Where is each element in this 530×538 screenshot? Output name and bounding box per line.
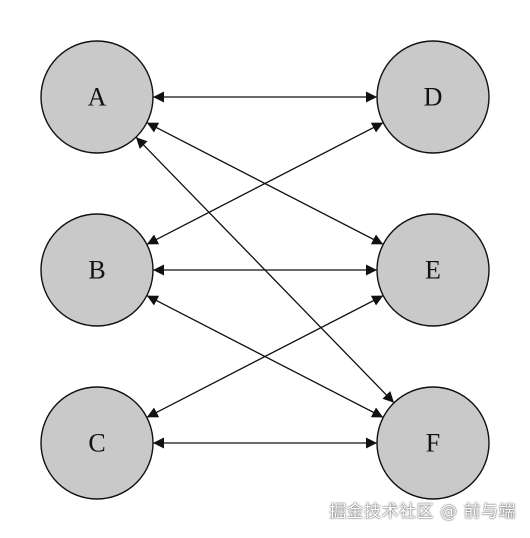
node-d: D	[376, 40, 490, 154]
node-circle	[376, 40, 490, 154]
edge-b-d	[146, 122, 384, 245]
node-b: B	[40, 213, 154, 327]
node-label: C	[88, 429, 105, 458]
node-label: E	[425, 256, 441, 285]
node-f: F	[376, 386, 490, 500]
node-e: E	[376, 213, 490, 327]
edge-c-e	[146, 295, 384, 418]
node-label: F	[426, 429, 440, 458]
node-c: C	[40, 386, 154, 500]
edges-layer	[135, 91, 395, 449]
node-circle	[40, 40, 154, 154]
watermark-text: 掘金技术社区 @ 前与端	[329, 502, 516, 522]
nodes-layer: A B C D E F	[40, 40, 490, 500]
node-label: A	[88, 83, 107, 112]
node-circle	[40, 213, 154, 327]
node-label: B	[88, 256, 105, 285]
node-circle	[40, 386, 154, 500]
node-a: A	[40, 40, 154, 154]
node-circle	[376, 386, 490, 500]
node-label: D	[424, 83, 443, 112]
node-circle	[376, 213, 490, 327]
